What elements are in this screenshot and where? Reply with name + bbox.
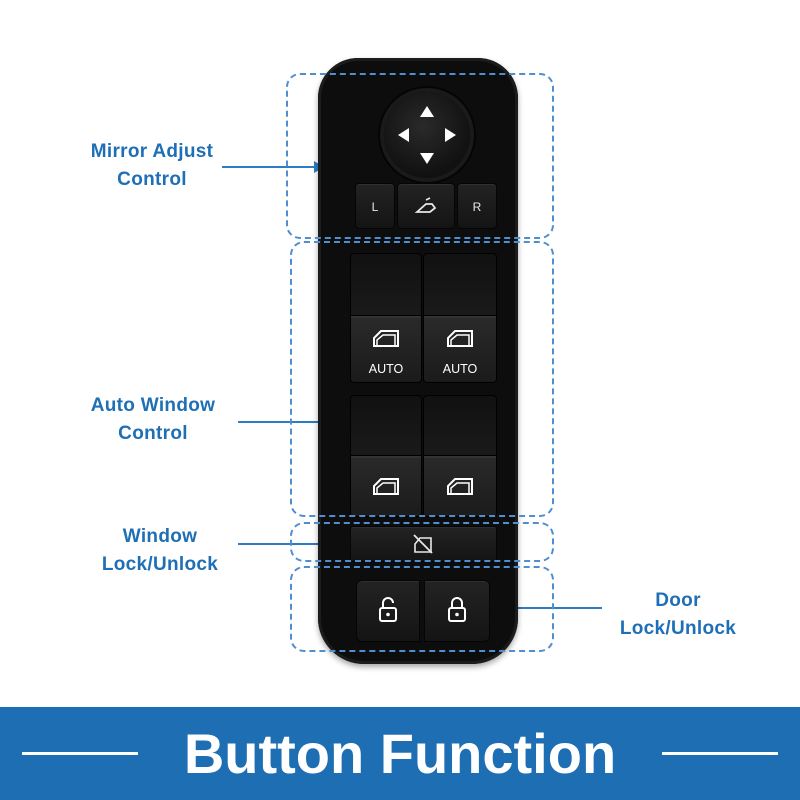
mirror-left-label: L [371, 200, 379, 214]
window-rear-left-button[interactable] [350, 455, 422, 517]
mirror-right-button[interactable]: R [457, 183, 497, 229]
window-front-left-auto-label: AUTO [368, 362, 404, 376]
door-lock-button[interactable] [424, 580, 490, 642]
window-rear-left-pull[interactable] [350, 395, 422, 457]
window-lock-label: Window Lock/Unlock [70, 523, 250, 579]
mirror-adjust-region [286, 73, 554, 239]
mirror-direction-arrows-icon [398, 106, 456, 164]
window-icon [373, 478, 399, 495]
auto-window-label-line2: Control [118, 423, 188, 444]
mirror-fold-button[interactable] [397, 183, 455, 229]
door-lock-label-line1: Door [655, 590, 701, 611]
window-rear-right-button[interactable] [423, 455, 497, 517]
window-front-right-auto-label: AUTO [442, 362, 478, 376]
window-auto-icon [373, 330, 399, 347]
auto-window-region [290, 241, 554, 517]
door-lock-region [290, 566, 554, 652]
window-lock-label-line2: Lock/Unlock [101, 554, 219, 575]
window-front-right-button[interactable]: AUTO [423, 315, 497, 383]
mirror-adjust-label: Mirror Adjust Control [60, 138, 244, 194]
auto-window-label: Auto Window Control [62, 392, 244, 448]
window-lock-region [290, 522, 554, 562]
mirror-left-button[interactable]: L [355, 183, 395, 229]
mirror-adjust-label-line1: Mirror Adjust [90, 141, 214, 162]
window-lockout-icon [413, 534, 433, 554]
window-auto-icon [447, 330, 473, 347]
door-lock-label: Door Lock/Unlock [598, 587, 758, 643]
window-front-left-button[interactable]: AUTO [350, 315, 422, 383]
auto-window-label-line1: Auto Window [90, 395, 216, 416]
window-front-left-pull[interactable] [350, 253, 422, 317]
door-lock-label-line2: Lock/Unlock [619, 618, 737, 639]
banner-title: Button Function [183, 722, 617, 785]
banner-rule-left [22, 752, 138, 755]
banner-rule-right [662, 752, 778, 755]
mirror-right-label: R [472, 200, 482, 214]
mirror-adjust-label-line2: Control [117, 169, 187, 190]
lock-icon [448, 597, 466, 622]
door-unlock-button[interactable] [356, 580, 420, 642]
window-icon [447, 478, 473, 495]
unlock-icon [379, 597, 397, 622]
window-lock-label-line1: Window [122, 526, 198, 547]
mirror-fold-icon [414, 197, 437, 213]
